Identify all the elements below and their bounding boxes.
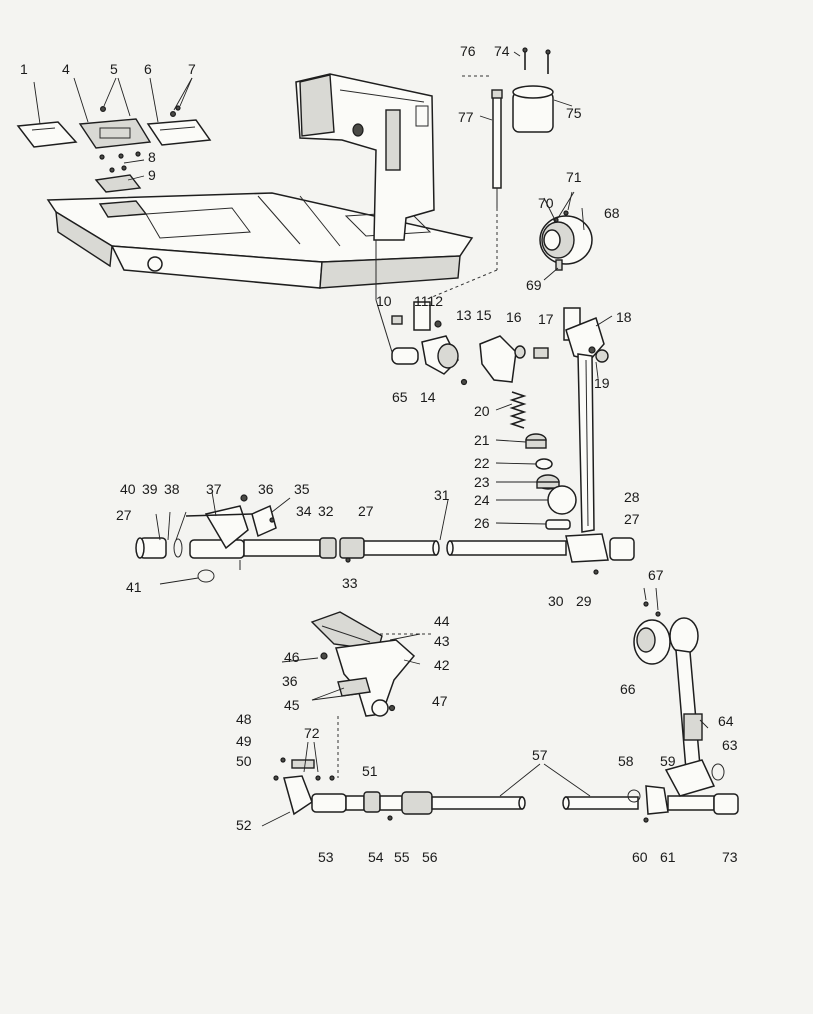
label-63: 63 [722, 737, 738, 753]
label-47: 47 [432, 693, 448, 709]
label-39: 39 [142, 481, 158, 497]
label-38: 38 [164, 481, 180, 497]
label-20: 20 [474, 403, 490, 419]
label-71: 71 [566, 169, 582, 185]
label-52: 52 [236, 817, 252, 833]
label-75: 75 [566, 105, 582, 121]
label-19: 19 [594, 375, 610, 391]
label-54: 54 [368, 849, 384, 865]
label-68: 68 [604, 205, 620, 221]
label-37: 37 [206, 481, 222, 497]
label-40: 40 [120, 481, 136, 497]
label-8: 8 [148, 149, 156, 165]
cam-assembly [539, 210, 593, 271]
label-58: 58 [618, 753, 634, 769]
label-49: 49 [236, 733, 252, 749]
upper-shaft-assembly [135, 494, 635, 583]
label-56: 56 [422, 849, 438, 865]
label-31: 31 [434, 487, 450, 503]
connecting-rod-upper [563, 307, 609, 533]
spring-stack [509, 391, 577, 530]
label-14: 14 [420, 389, 436, 405]
label-30: 30 [548, 593, 564, 609]
lower-crank [633, 601, 725, 797]
label-46: 46 [284, 649, 300, 665]
label-27-right: 27 [624, 511, 640, 527]
label-42: 42 [434, 657, 450, 673]
label-16: 16 [506, 309, 522, 325]
label-59: 59 [660, 753, 676, 769]
label-50: 50 [236, 753, 252, 769]
label-74: 74 [494, 43, 510, 59]
label-22: 22 [474, 455, 490, 471]
label-43: 43 [434, 633, 450, 649]
label-27-left: 27 [116, 507, 132, 523]
label-45: 45 [284, 697, 300, 713]
label-72: 72 [304, 725, 320, 741]
label-69: 69 [526, 277, 542, 293]
label-66: 66 [620, 681, 636, 697]
label-9: 9 [148, 167, 156, 183]
label-51: 51 [362, 763, 378, 779]
leader-lines [33, 51, 709, 827]
plate-1 [16, 121, 78, 148]
label-13: 13 [456, 307, 472, 323]
label-1112: 1112 [414, 293, 443, 309]
label-70: 70 [538, 195, 554, 211]
label-36-upper: 36 [258, 481, 274, 497]
label-17: 17 [538, 311, 554, 327]
label-6: 6 [144, 61, 152, 77]
machine-arm [295, 73, 435, 241]
plate-6 [146, 119, 212, 146]
label-28: 28 [624, 489, 640, 505]
label-18: 18 [616, 309, 632, 325]
label-4: 4 [62, 61, 70, 77]
label-29: 29 [576, 593, 592, 609]
label-33: 33 [342, 575, 358, 591]
label-24: 24 [474, 492, 490, 508]
label-77: 77 [458, 109, 474, 125]
label-36-lower: 36 [282, 673, 298, 689]
leader-57 [281, 657, 591, 797]
label-53: 53 [318, 849, 334, 865]
label-27-mid: 27 [358, 503, 374, 519]
label-10: 10 [376, 293, 392, 309]
middle-parts [375, 240, 549, 386]
label-7: 7 [188, 61, 196, 77]
small-plates-group [16, 105, 212, 193]
label-73: 73 [722, 849, 738, 865]
label-32: 32 [318, 503, 334, 519]
label-15: 15 [476, 307, 492, 323]
machine-bed [46, 192, 474, 289]
label-23: 23 [474, 474, 490, 490]
label-26: 26 [474, 515, 490, 531]
label-5: 5 [110, 61, 118, 77]
label-64: 64 [718, 713, 734, 729]
label-55: 55 [394, 849, 410, 865]
label-67: 67 [648, 567, 664, 583]
label-48: 48 [236, 711, 252, 727]
feed-lever [310, 611, 432, 778]
needle-plate-4 [78, 118, 152, 149]
label-44: 44 [434, 613, 450, 629]
label-61: 61 [660, 849, 676, 865]
top-parts [424, 47, 554, 301]
feed-plate-9 [94, 174, 142, 193]
label-57: 57 [532, 747, 548, 763]
label-60: 60 [632, 849, 648, 865]
label-41: 41 [126, 579, 142, 595]
label-35: 35 [294, 481, 310, 497]
part-labels: 1 4 5 6 7 8 9 10 1112 13 15 16 17 18 19 … [20, 43, 738, 865]
label-21: 21 [474, 432, 490, 448]
label-1: 1 [20, 61, 28, 77]
lower-shaft-assembly [273, 757, 739, 823]
label-76: 76 [460, 43, 476, 59]
label-34: 34 [296, 503, 312, 519]
label-65: 65 [392, 389, 408, 405]
